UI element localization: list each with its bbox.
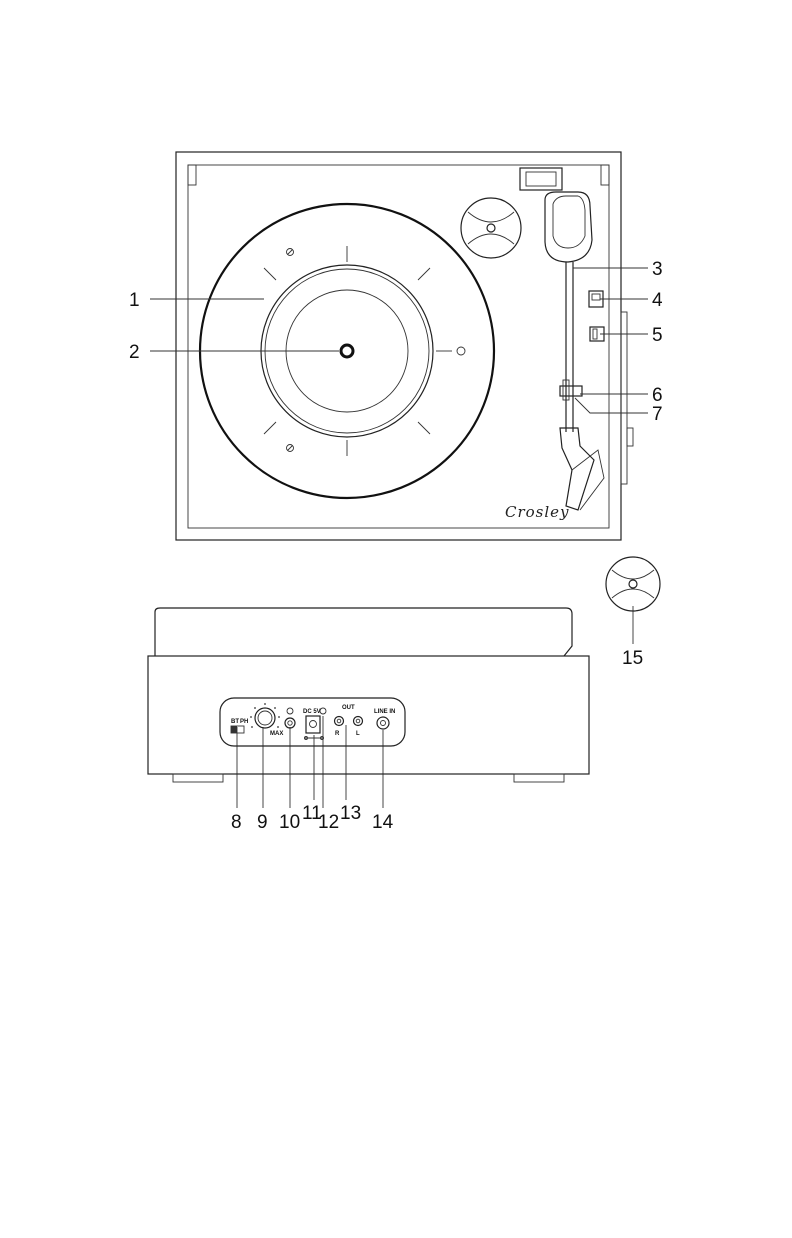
spare-45-adapter [606,557,660,611]
svg-text:OUT: OUT [342,705,355,711]
hinge-right [601,165,609,185]
rear-lid [155,608,572,656]
callout-9: 9 [257,812,268,833]
callout-4: 4 [652,290,663,311]
turntable-rear-view: BT PH MAX [148,608,589,782]
callout-5: 5 [652,325,663,346]
side-volume-edge [621,312,633,484]
brand-logo: Crosley [505,503,570,521]
rear-body [148,656,589,774]
callout-3: 3 [652,259,663,280]
svg-text:PH: PH [240,719,248,725]
volume-knob: MAX [250,703,283,737]
svg-text:MAX: MAX [270,731,283,737]
callout-10: 10 [279,812,300,833]
hinge-left [188,165,196,185]
callout-numbers: 1 2 3 4 5 6 7 8 9 10 11 12 13 14 15 [129,259,663,833]
svg-text:L: L [356,731,360,737]
callout-2: 2 [129,342,140,363]
plinth-inner [188,165,609,528]
plinth-outer [176,152,621,540]
bt-ph-switch: BT PH [231,719,248,733]
rear-foot-right [514,774,564,782]
line-in-jack: LINE IN [374,709,395,729]
svg-text:DC 5V: DC 5V [303,709,321,715]
svg-text:BT: BT [231,719,239,725]
svg-text:R: R [335,731,340,737]
rca-out-jacks: OUT R L [335,705,363,737]
svg-text:LINE IN: LINE IN [374,709,395,715]
callout-12: 12 [318,812,339,833]
tonearm [560,262,604,510]
platter-screws [287,249,466,452]
tonearm-base [520,168,592,262]
callout-1: 1 [129,290,140,311]
rear-foot-left [173,774,223,782]
callout-13: 13 [340,803,361,824]
headphone-jack [285,708,295,728]
turntable-top-view: Crosley [176,152,633,540]
callout-14: 14 [372,812,394,833]
spindle [341,345,353,357]
callout-7: 7 [652,404,663,425]
callout-15: 15 [622,648,643,669]
power-led [320,708,326,714]
adapter-holder [461,198,521,258]
callout-6: 6 [652,385,663,406]
callout-8: 8 [231,812,242,833]
